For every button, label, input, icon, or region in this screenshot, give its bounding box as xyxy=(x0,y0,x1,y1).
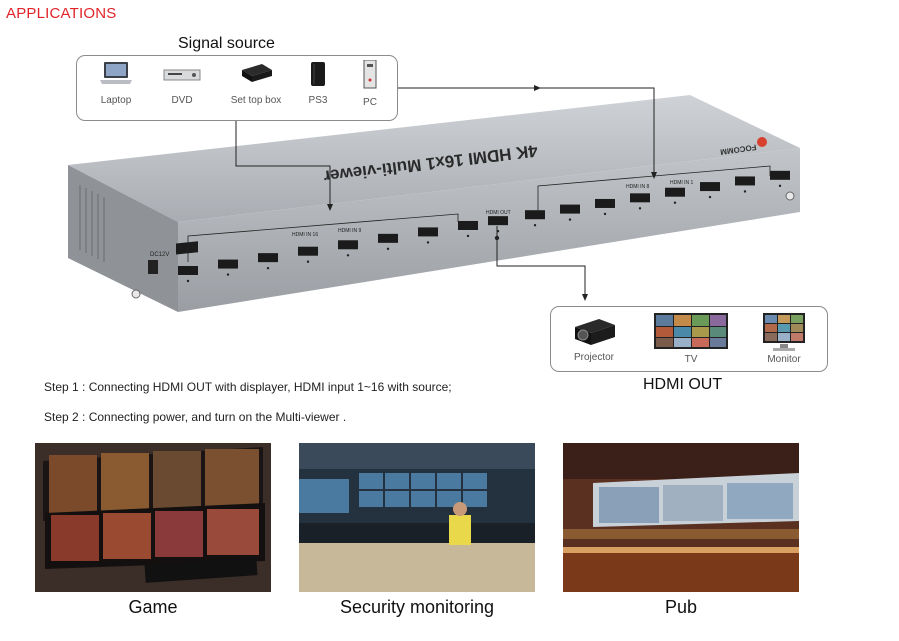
port-label-in1: HDMI IN 1 xyxy=(670,180,694,186)
ps3-console-icon xyxy=(311,62,325,86)
port-indicator-dot xyxy=(638,207,642,210)
device-dvd: DVD xyxy=(147,60,217,106)
hdmi-input-port xyxy=(378,233,398,243)
pub-photo xyxy=(563,443,799,592)
hdmi-input-port xyxy=(595,198,615,208)
device-label: TV xyxy=(684,354,698,365)
port-indicator-dot xyxy=(603,212,607,216)
port-indicator-dot xyxy=(346,254,350,257)
device-label: PS3 xyxy=(308,95,328,106)
hdmi-input-port xyxy=(665,187,685,197)
game-caption: Game xyxy=(128,597,178,617)
device-side-panel xyxy=(68,165,178,312)
device-set-top-box: Set top box xyxy=(221,60,291,106)
hdmi-input-port xyxy=(525,210,545,220)
port-label-in9: HDMI IN 9 xyxy=(338,228,362,234)
port-indicator-dot xyxy=(186,279,190,283)
port-indicator-dot xyxy=(568,218,572,221)
applications-heading: APPLICATIONS xyxy=(6,5,117,22)
hdmi-output-port xyxy=(488,216,508,226)
port-label-in16: HDMI IN 16 xyxy=(292,232,318,238)
device-label: DVD xyxy=(171,95,193,106)
port-indicator-dot xyxy=(743,190,747,193)
port-indicator-dot xyxy=(226,273,230,276)
hdmi-input-port xyxy=(218,259,238,269)
device-tv: TV xyxy=(651,311,731,365)
projector-icon xyxy=(575,319,615,345)
hdmi-input-port xyxy=(560,204,580,214)
port-indicator-dot xyxy=(778,184,782,188)
port-indicator-dot xyxy=(673,201,677,204)
port-indicator-dot xyxy=(426,241,430,244)
pc-tower-icon xyxy=(363,59,377,89)
device-monitor: Monitor xyxy=(749,311,819,365)
hdmi-input-ports-9-16 xyxy=(176,241,198,255)
device-projector: Projector xyxy=(559,311,629,363)
device-label: Monitor xyxy=(767,354,801,365)
hdmi-input-port xyxy=(258,253,278,263)
port-indicator-dot xyxy=(533,224,537,227)
step-1-text: Step 1 : Connecting HDMI OUT with displa… xyxy=(44,380,452,394)
hdmi-out-title: HDMI OUT xyxy=(643,376,723,393)
hdmi-input-port xyxy=(418,227,438,237)
signal-source-box: Laptop DVD Set top box PS3 PC xyxy=(76,55,398,121)
port-label-hdmi-out: HDMI OUT xyxy=(486,210,511,216)
step-2-text: Step 2 : Connecting power, and turn on t… xyxy=(44,410,347,424)
hdmi-out-box: Projector TV Monitor xyxy=(550,306,828,372)
pub-caption: Pub xyxy=(664,597,698,617)
port-indicator-dot xyxy=(466,234,470,238)
port-indicator-dot xyxy=(708,195,712,199)
security-monitoring-caption: Security monitoring xyxy=(339,597,495,617)
tv-icon xyxy=(654,313,728,349)
device-ps3: PS3 xyxy=(283,60,353,106)
signal-source-title: Signal source xyxy=(178,35,275,52)
device-top-panel xyxy=(68,95,800,222)
game-photo xyxy=(35,443,271,592)
device-front-panel xyxy=(178,148,800,312)
hdmi-input-port xyxy=(298,246,318,256)
monitor-icon xyxy=(763,313,805,351)
dvd-player-icon xyxy=(163,69,201,81)
hdmi-input-port xyxy=(178,266,198,275)
hdmi-input-port xyxy=(630,193,650,203)
port-label-in8: HDMI IN 8 xyxy=(626,184,650,190)
security-monitoring-photo xyxy=(299,443,535,592)
device-pc: PC xyxy=(335,59,405,108)
device-label: Projector xyxy=(573,352,614,363)
connection-diagram: 4K HDMI 16x1 Multi-viewer FOCOMM DC12V H… xyxy=(68,85,800,312)
signal-wiring xyxy=(235,85,657,301)
multi-viewer-device: 4K HDMI 16x1 Multi-viewer FOCOMM DC12V H… xyxy=(68,95,800,312)
hdmi-input-port xyxy=(458,220,478,230)
device-label: Laptop xyxy=(100,95,132,106)
laptop-icon xyxy=(100,62,132,84)
device-label: PC xyxy=(363,97,377,108)
hdmi-input-port xyxy=(735,176,755,186)
hdmi-input-port xyxy=(770,170,790,180)
port-indicator-dot xyxy=(266,266,270,270)
port-indicator-dot xyxy=(386,247,390,251)
brand-logo-icon xyxy=(757,137,767,147)
set-top-box-icon xyxy=(242,64,272,82)
device-laptop: Laptop xyxy=(81,60,151,106)
port-indicator-dot xyxy=(306,260,310,263)
power-label: DC12V xyxy=(150,252,169,258)
device-label: Set top box xyxy=(230,95,282,106)
hdmi-input-port xyxy=(338,240,358,250)
hdmi-input-port xyxy=(700,182,720,192)
power-jack-icon xyxy=(148,260,158,274)
